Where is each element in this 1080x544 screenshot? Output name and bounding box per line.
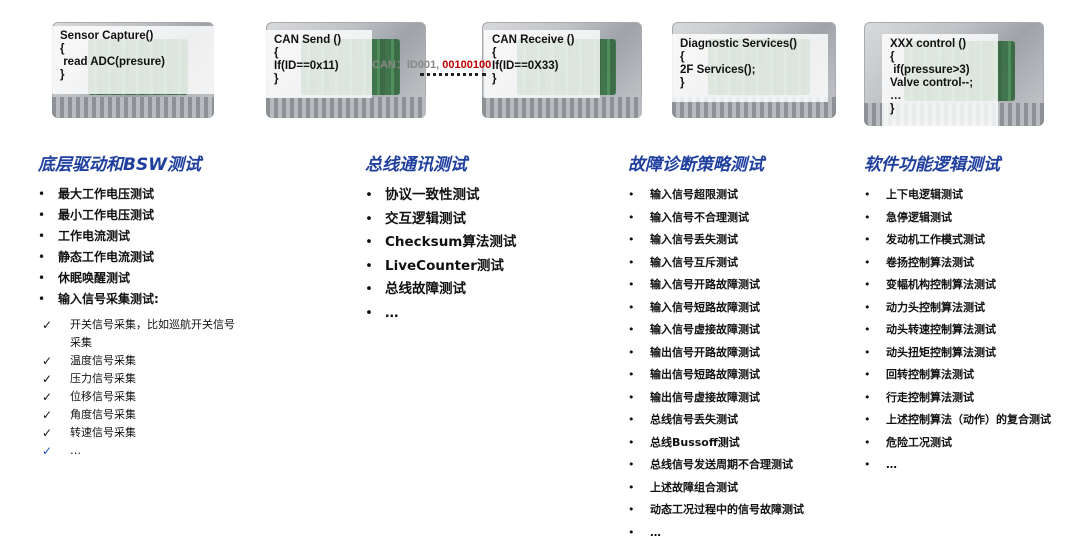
list-item: 输入信号丢失测试 [628, 229, 804, 252]
list-item: 发动机工作模式测试 [864, 229, 1051, 252]
check-icon: ✓ [42, 352, 52, 370]
list-item: 行走控制算法测试 [864, 387, 1051, 410]
list-item: Checksum算法测试 [365, 231, 516, 255]
code-can-receive: CAN Receive () { If(ID==0X33) } [484, 30, 600, 98]
list-item: 输入信号互斥测试 [628, 252, 804, 275]
signal-capture-sublist: ✓开关信号采集，比如巡航开关信号采集 ✓温度信号采集 ✓压力信号采集 ✓位移信号… [42, 316, 240, 460]
check-icon: ✓ [42, 370, 52, 388]
list-item: 输入信号开路故障测试 [628, 274, 804, 297]
list-item: 输入信号采集测试: [38, 289, 159, 310]
list-item: 动态工况过程中的信号故障测试 [628, 499, 804, 522]
list-item: 输入信号超限测试 [628, 184, 804, 207]
check-icon: ✓ [42, 442, 52, 460]
list-item: 输入信号虚接故障测试 [628, 319, 804, 342]
list-item: LiveCounter测试 [365, 255, 516, 279]
section-title-bus: 总线通讯测试 [365, 150, 467, 175]
bsw-test-list: 最大工作电压测试 最小工作电压测试 工作电流测试 静态工作电流测试 休眠唤醒测试… [38, 184, 159, 310]
list-item: 上下电逻辑测试 [864, 184, 1051, 207]
function-test-list: 上下电逻辑测试 急停逻辑测试 发动机工作模式测试 卷扬控制算法测试 变幅机构控制… [864, 184, 1051, 477]
code-diagnostic-services: Diagnostic Services() { 2F Services(); } [672, 34, 828, 102]
can-message-label: CAN：ID001, 00100100 [372, 56, 491, 72]
list-item: … [864, 454, 1051, 477]
sub-list-item: ✓压力信号采集 [42, 370, 240, 388]
list-item: 总线Bussoff测试 [628, 432, 804, 455]
list-item: 交互逻辑测试 [365, 208, 516, 232]
bus-test-list: 协议一致性测试 交互逻辑测试 Checksum算法测试 LiveCounter测… [365, 184, 516, 325]
sub-list-item: ✓开关信号采集，比如巡航开关信号采集 [42, 316, 240, 352]
sub-list-item: ✓角度信号采集 [42, 406, 240, 424]
list-item: 上述故障组合测试 [628, 477, 804, 500]
diagnostic-test-list: 输入信号超限测试 输入信号不合理测试 输入信号丢失测试 输入信号互斥测试 输入信… [628, 184, 804, 544]
list-item: 动头扭矩控制算法测试 [864, 342, 1051, 365]
can-bus-dotted-line [420, 73, 486, 76]
code-xxx-control: XXX control () { if(pressure>3) Valve co… [882, 34, 998, 128]
sub-list-item: ✓位移信号采集 [42, 388, 240, 406]
check-icon: ✓ [42, 406, 52, 424]
list-item: 回转控制算法测试 [864, 364, 1051, 387]
can-message-payload: 00100100 [442, 59, 491, 71]
list-item: 动力头控制算法测试 [864, 297, 1051, 320]
list-item: 输入信号短路故障测试 [628, 297, 804, 320]
list-item: 休眠唤醒测试 [38, 268, 159, 289]
list-item: 输出信号短路故障测试 [628, 364, 804, 387]
list-item: 输入信号不合理测试 [628, 207, 804, 230]
code-sensor-capture: Sensor Capture() { read ADC(presure) } [52, 26, 214, 94]
list-item: 工作电流测试 [38, 226, 159, 247]
list-item: 卷扬控制算法测试 [864, 252, 1051, 275]
list-item: 急停逻辑测试 [864, 207, 1051, 230]
list-item: … [365, 302, 516, 326]
section-title-diagnostic: 故障诊断策略测试 [628, 150, 764, 175]
section-title-bsw: 底层驱动和BSW测试 [38, 150, 201, 175]
list-item: 协议一致性测试 [365, 184, 516, 208]
list-item: 总线信号发送周期不合理测试 [628, 454, 804, 477]
list-item: 总线信号丢失测试 [628, 409, 804, 432]
section-title-function: 软件功能逻辑测试 [864, 150, 1000, 175]
check-icon: ✓ [42, 388, 52, 406]
list-item: 静态工作电流测试 [38, 247, 159, 268]
list-item: 最小工作电压测试 [38, 205, 159, 226]
list-item: 总线故障测试 [365, 278, 516, 302]
list-item: 上述控制算法（动作）的复合测试 [864, 409, 1051, 432]
sub-list-item: ✓温度信号采集 [42, 352, 240, 370]
can-message-prefix: CAN：ID001, [372, 59, 442, 71]
list-item: 输出信号虚接故障测试 [628, 387, 804, 410]
list-item: 动头转速控制算法测试 [864, 319, 1051, 342]
list-item: 危险工况测试 [864, 432, 1051, 455]
list-item: 输出信号开路故障测试 [628, 342, 804, 365]
code-can-send: CAN Send () { If(ID==0x11) } [266, 30, 372, 98]
check-icon: ✓ [42, 424, 52, 442]
list-item: 最大工作电压测试 [38, 184, 159, 205]
list-item: 变幅机构控制算法测试 [864, 274, 1051, 297]
sub-list-item: ✓转速信号采集 [42, 424, 240, 442]
sub-list-item: ✓… [42, 442, 240, 460]
check-icon: ✓ [42, 316, 52, 334]
list-item: … [628, 522, 804, 544]
